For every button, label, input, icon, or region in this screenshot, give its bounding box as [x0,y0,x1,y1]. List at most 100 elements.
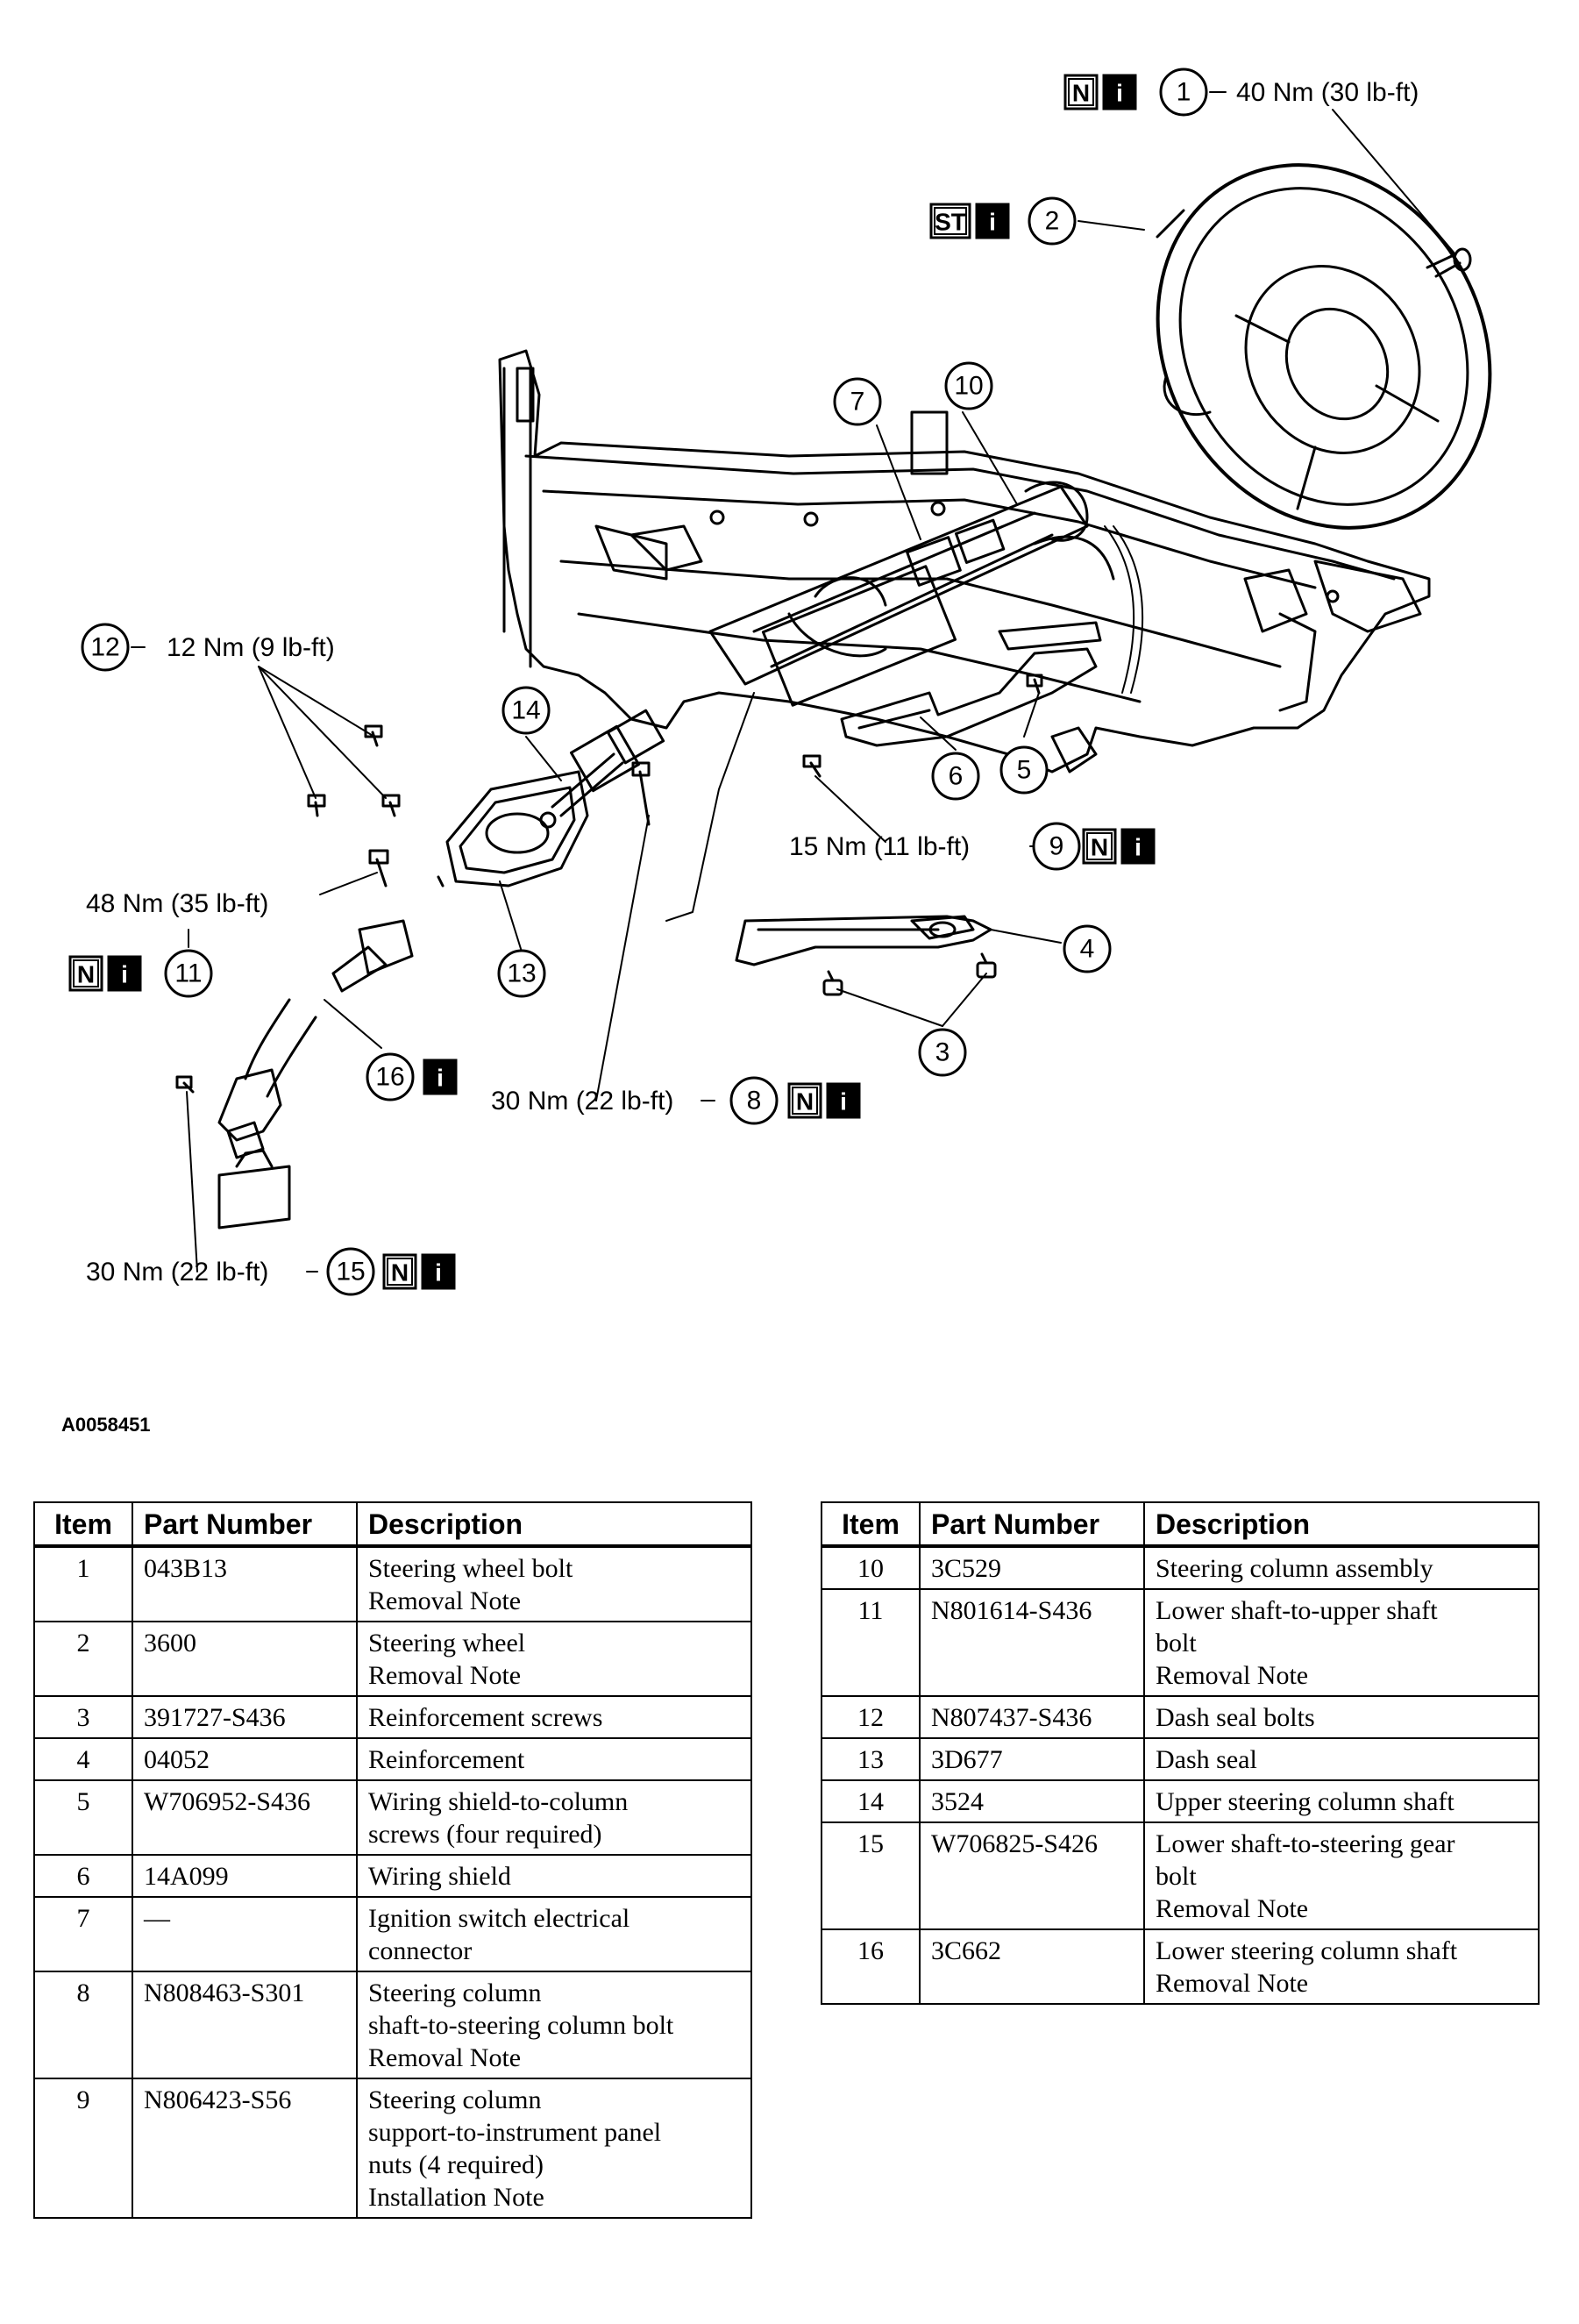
badge-label: i [121,961,128,988]
callout-12: 12 12 Nm (9 lb-ft) [81,623,335,672]
badge-label: N [1072,80,1090,107]
callout-number: 10 [954,372,983,401]
description-line: Dash seal [1156,1745,1257,1774]
description-line: nuts (4 required) [368,2150,544,2179]
callout-number: 8 [747,1087,762,1116]
cell-part-number: 3C662 [919,1928,1145,2005]
description-line: screws (four required) [368,1820,602,1849]
cell-part-number: W706825-S426 [919,1821,1145,1930]
torque-spec: 12 Nm (9 lb-ft) [167,633,335,662]
description-line: Removal Note [368,1661,522,1690]
description-line: Removal Note [368,1586,522,1615]
callout-number: 14 [511,696,540,725]
callout-circle [497,949,546,998]
callout-number: 6 [949,762,964,791]
cell-item: 13 [821,1737,921,1781]
info-icon: i [826,1082,861,1119]
info-icon: i [1102,74,1137,110]
callout-4: 4 [1063,924,1112,973]
note-badge: N [1082,828,1117,865]
description-line: bolt [1156,1629,1197,1657]
callout-number: 1 [1177,78,1191,107]
instrument-panel-frame [498,349,1431,773]
description-line: Steering wheel bolt [368,1554,573,1583]
callout-number: 12 [90,633,119,662]
callout-circle [501,686,551,735]
cell-item: 5 [33,1779,133,1856]
cell-item: 16 [821,1928,921,2005]
lower-steering-shaft [217,919,414,1230]
badge-label: N [796,1088,814,1116]
badge-label: N [391,1259,409,1287]
header-description: Description [1143,1501,1540,1547]
header-item: Item [33,1501,133,1547]
cell-description: Reinforcement [356,1737,752,1781]
description-line: Reinforcement screws [368,1703,603,1732]
cell-description: Reinforcement screws [356,1695,752,1739]
steering-column-assembly [708,481,1144,707]
cell-item: 8 [33,1971,133,2079]
callout-circle [1028,196,1077,246]
cell-part-number: N806423-S56 [132,2078,358,2219]
cell-part-number: N801614-S436 [919,1588,1145,1697]
cell-part-number: N808463-S301 [132,1971,358,2079]
cell-item: 15 [821,1821,921,1930]
badge-label: N [1091,834,1108,861]
callout-circle [918,1028,967,1077]
cell-item: 3 [33,1695,133,1739]
callout-number: 9 [1049,832,1064,861]
info-icon: i [421,1253,456,1290]
cell-item: 12 [821,1695,921,1739]
cell-part-number: N807437-S436 [919,1695,1145,1739]
callout-circle [366,1052,415,1101]
description-line: Steering column [368,2085,542,2114]
description-line: Lower shaft-to-upper shaft [1156,1596,1438,1625]
steering-wheel-bolt [1426,247,1472,278]
cell-part-number: 391727-S436 [132,1695,358,1739]
table-header-row: Item Part Number Description [33,1501,752,1547]
description-line: Steering wheel [368,1629,526,1657]
info-icon: i [1120,828,1156,865]
callout-number: 4 [1080,935,1095,964]
callout-circle [833,377,882,426]
badge-label: i [840,1088,847,1116]
callout-circle [164,949,213,998]
header-part-number: Part Number [132,1501,358,1547]
cell-part-number: 3600 [132,1621,358,1697]
callout-circle [326,1247,375,1296]
callout-circle [81,623,130,672]
note-badge: N [1063,74,1099,110]
callout-3: 3 [918,1028,967,1077]
description-line: support-to-instrument panel [368,2118,662,2147]
cell-description: Wiring shield [356,1854,752,1898]
cell-item: 4 [33,1737,133,1781]
badge-label: i [989,209,996,236]
description-line: Lower steering column shaft [1156,1936,1458,1965]
badge-label: ST [935,209,966,236]
note-badge: N [787,1082,822,1119]
cell-description: Dash seal [1143,1737,1540,1781]
header-part-number: Part Number [919,1501,1145,1547]
callout-number: 11 [174,959,202,988]
callout-circle [944,361,993,410]
callout-circle [1159,68,1208,117]
torque-spec: 30 Nm (22 lb-ft) [86,1258,268,1287]
callout-circle [931,752,980,801]
